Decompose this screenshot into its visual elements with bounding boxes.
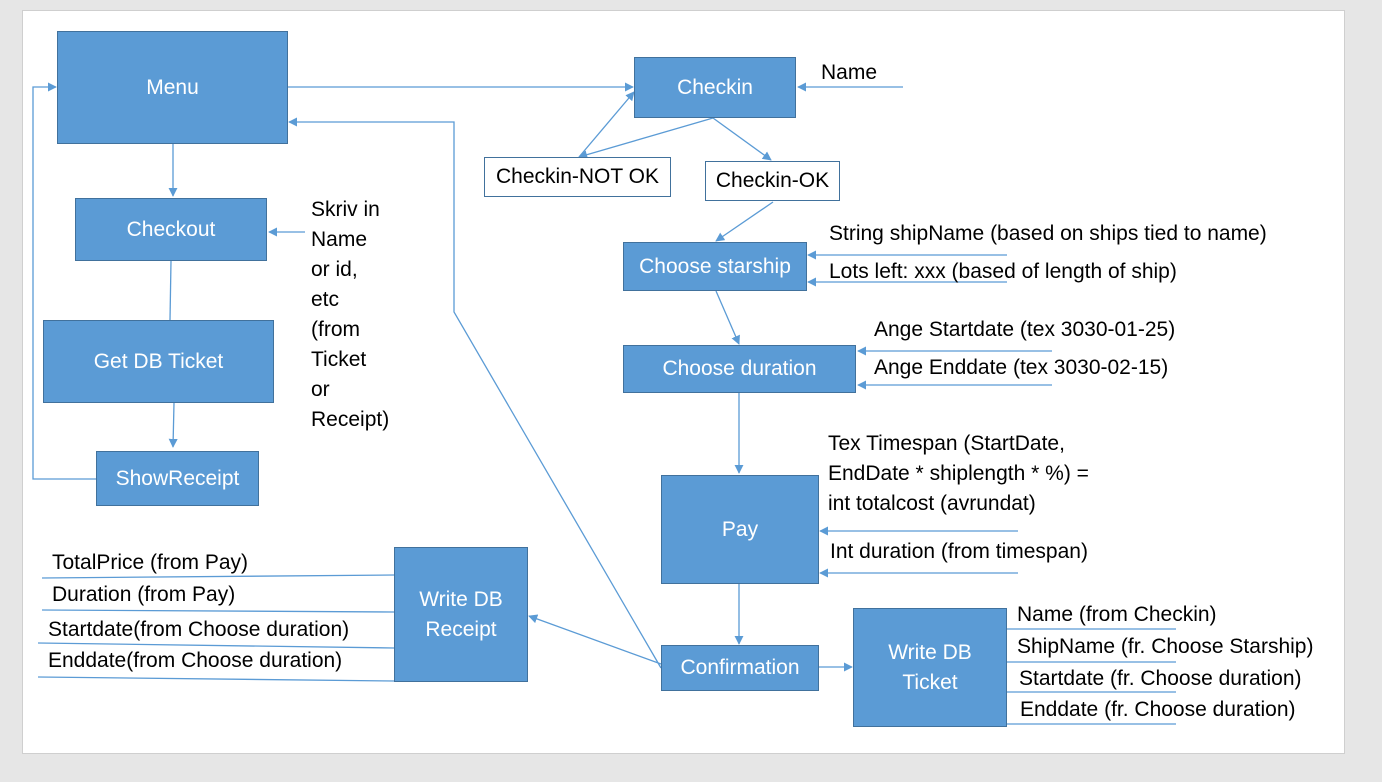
checkout-node: Checkout (75, 198, 267, 261)
connector-checkin-ok (712, 117, 772, 161)
lots-left-label: Lots left: xxx (based of length of ship) (829, 260, 1177, 283)
checkout-label: Checkout (126, 217, 216, 241)
write-db-ticket-node: Write DB Ticket (853, 608, 1007, 727)
menu-node: Menu (57, 31, 288, 144)
choose-starship-label: Choose starship (639, 254, 791, 278)
show-receipt-label: ShowReceipt (115, 466, 240, 490)
timespan-label: Tex Timespan (StartDate, EndDate * shipl… (828, 432, 1089, 515)
receipt-item-enddate: Enddate(from Choose duration) (48, 649, 343, 672)
pay-node: Pay (661, 475, 819, 584)
startdate-input-label: Ange Startdate (tex 3030-01-25) (874, 318, 1176, 341)
confirmation-label: Confirmation (680, 656, 800, 679)
ticket-item-enddate: Enddate (fr. Choose duration) (1020, 698, 1296, 721)
connector-getdb-showreceipt (168, 402, 178, 448)
enddate-input-label: Ange Enddate (tex 3030-02-15) (874, 356, 1169, 379)
checkin-node: Checkin (634, 57, 796, 118)
get-db-ticket-label: Get DB Ticket (93, 349, 224, 373)
receipt-item-totalprice: TotalPrice (from Pay) (52, 551, 249, 574)
choose-starship-node: Choose starship (623, 242, 807, 291)
receipt-item-duration: Duration (from Pay) (52, 583, 236, 606)
pay-label: Pay (721, 517, 759, 541)
checkin-ok-node: Checkin-OK (705, 161, 840, 201)
write-db-receipt-node: Write DB Receipt (394, 547, 528, 682)
connector-confirmation-menu (288, 117, 662, 669)
skriv-in-label: Skriv in Name or id, etc (from Ticket or… (311, 198, 390, 431)
choose-duration-label: Choose duration (662, 357, 817, 380)
checkin-not-ok-label: Checkin-NOT OK (496, 165, 659, 188)
get-db-ticket-node: Get DB Ticket (43, 320, 274, 403)
confirmation-node: Confirmation (661, 645, 819, 691)
connector-ok-starship (715, 201, 774, 242)
name-input-label: Name (821, 61, 878, 84)
checkin-label: Checkin (677, 75, 753, 99)
underline-receipt-totalprice (41, 574, 395, 579)
underline-receipt-startdate (37, 642, 395, 649)
connector-checkout-getdb (169, 260, 172, 321)
checkin-not-ok-node: Checkin-NOT OK (484, 157, 671, 197)
show-receipt-node: ShowReceipt (96, 451, 259, 506)
checkin-ok-label: Checkin-OK (715, 169, 830, 192)
menu-label: Menu (146, 75, 199, 99)
ticket-item-shipname: ShipName (fr. Choose Starship) (1017, 635, 1314, 658)
int-duration-label: Int duration (from timespan) (830, 540, 1088, 563)
connector-confirmation-receipt (528, 614, 662, 665)
ship-name-label: String shipName (based on ships tied to … (829, 222, 1267, 245)
ticket-item-startdate: Startdate (fr. Choose duration) (1019, 667, 1302, 690)
write-db-ticket-label: Write DB Ticket (888, 640, 972, 694)
connector-notok-checkin (578, 91, 635, 158)
connector-starship-duration (715, 290, 740, 345)
connector-showreceipt-menu (32, 82, 96, 480)
underline-receipt-enddate (37, 676, 395, 682)
receipt-item-startdate: Startdate(from Choose duration) (48, 618, 350, 641)
write-db-receipt-label: Write DB Receipt (419, 587, 503, 641)
connector-checkin-notok (578, 117, 714, 160)
choose-duration-node: Choose duration (623, 345, 856, 393)
underline-receipt-duration (41, 609, 395, 613)
ticket-item-name: Name (from Checkin) (1017, 603, 1217, 626)
